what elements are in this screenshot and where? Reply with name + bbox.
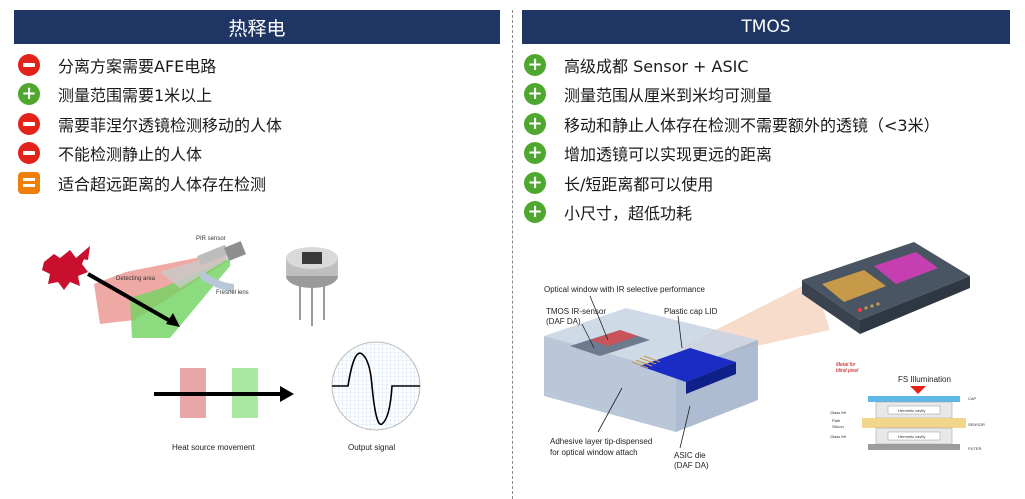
optical-window-label: Optical window with IR selective perform…	[544, 285, 706, 294]
pyroelectric-feature-item: + 测量范围需要1米以上	[18, 80, 498, 110]
pir-sensor-can	[286, 247, 338, 326]
minus-icon	[18, 112, 40, 135]
heat-source-label: Heat source movement	[172, 443, 255, 452]
pyroelectric-header: 热释电	[14, 10, 500, 44]
output-signal-scope	[331, 341, 421, 431]
adhesive-label-1: Adhesive layer tip-dispensed	[550, 437, 652, 446]
plus-icon: +	[524, 142, 546, 165]
red-dragon-figure	[42, 246, 90, 290]
tmos-feature-item-text: 小尺寸，超低功耗	[564, 204, 693, 224]
tmos-feature-item: + 高级成都 Sensor + ASIC	[524, 50, 1014, 80]
equal-icon	[18, 171, 40, 194]
pyroelectric-feature-item: 分离方案需要AFE电路	[18, 50, 498, 80]
plastic-cap-label: Plastic cap LID	[664, 307, 718, 316]
pyroelectric-feature-item: 需要菲涅尔透镜检测移动的人体	[18, 109, 498, 139]
hermetic-label-1: Hermetic cavity	[898, 408, 925, 413]
fs-illumination-label: FS Illumination	[898, 375, 951, 384]
metal-note-2: blind pixel	[836, 368, 859, 374]
plus-icon: +	[18, 83, 40, 106]
minus-icon	[18, 142, 40, 165]
tmos-cross-section: Metal for blind pixel FS Illumination He…	[830, 362, 985, 451]
glassfrit-label-1: Glass frit	[830, 410, 847, 415]
pyroelectric-feature-item-text: 测量范围需要1米以上	[58, 86, 213, 106]
tmos-feature-item: + 测量范围从厘米到米均可测量	[524, 80, 1014, 110]
plus-icon: +	[524, 171, 546, 194]
filter-label: FILTER	[968, 446, 982, 451]
hermetic-label-2: Hermetic cavity	[898, 434, 925, 439]
tmos-feature-item-text: 测量范围从厘米到米均可测量	[564, 86, 773, 106]
tmos-feature-item: + 小尺寸，超低功耗	[524, 198, 1014, 228]
sensor-label: SENSOR	[968, 422, 985, 427]
pir-illustration: PIR sensor Detecting area Fresnel lens H…	[42, 236, 421, 452]
tmos-feature-item: + 长/短距离都可以使用	[524, 168, 1014, 198]
tmos-feature-list: + 高级成都 Sensor + ASIC + 测量范围从厘米到米均可测量 + 移动和静止人…	[524, 50, 1014, 227]
pyroelectric-feature-list: 分离方案需要AFE电路 + 测量范围需要1米以上需要菲涅尔透镜检测移动的人体不能检测…	[18, 50, 498, 198]
tmos-package	[544, 308, 758, 432]
pyroelectric-title: 热释电	[228, 17, 286, 40]
tmos-title: TMOS	[741, 17, 791, 37]
fresnel-lens-label: Fresnel lens	[216, 290, 249, 296]
plus-icon: +	[524, 83, 546, 106]
pyroelectric-feature-item-text: 需要菲涅尔透镜检测移动的人体	[58, 115, 283, 135]
asic-label-1: ASIC die	[674, 451, 706, 460]
pyroelectric-feature-item-text: 适合超远距离的人体存在检测	[58, 174, 267, 194]
tmos-sensor-label-1: TMOS IR-sensor	[546, 307, 606, 316]
tmos-feature-item-text: 移动和静止人体存在检测不需要额外的透镜（<3米）	[564, 115, 940, 135]
pir-sensor-label: PIR sensor	[196, 236, 226, 242]
cap-label: CAP	[968, 396, 977, 401]
tmos-header: TMOS	[522, 10, 1010, 44]
tmos-die-closeup	[802, 242, 970, 334]
tmos-feature-item: + 增加透镜可以实现更远的距离	[524, 139, 1014, 169]
tmos-feature-item-text: 长/短距离都可以使用	[564, 174, 714, 194]
asic-label-2: (DAF DA)	[674, 461, 709, 470]
output-signal-label: Output signal	[348, 443, 395, 452]
silicon-label: Silicon	[832, 424, 844, 429]
plus-icon: +	[524, 112, 546, 135]
column-divider	[512, 10, 513, 499]
detecting-area-label: Detecting area	[116, 276, 156, 282]
plus-icon: +	[524, 53, 546, 76]
pyroelectric-feature-item: 适合超远距离的人体存在检测	[18, 168, 498, 198]
tmos-feature-item-text: 增加透镜可以实现更远的距离	[564, 145, 773, 165]
pyroelectric-feature-item: 不能检测静止的人体	[18, 139, 498, 169]
pyroelectric-feature-item-text: 不能检测静止的人体	[58, 145, 203, 165]
tmos-package-illustration: Optical window with IR selective perform…	[544, 242, 985, 470]
minus-icon	[18, 53, 40, 76]
tmos-feature-item-text: 高级成都 Sensor + ASIC	[564, 56, 749, 76]
tmos-feature-item: + 移动和静止人体存在检测不需要额外的透镜（<3米）	[524, 109, 1014, 139]
pyroelectric-feature-item-text: 分离方案需要AFE电路	[58, 56, 217, 76]
glassfrit-label-2: Glass frit	[830, 434, 847, 439]
metal-note-1: Metal for	[836, 362, 856, 368]
tmos-sensor-label-2: (DAF DA)	[546, 317, 581, 326]
plus-icon: +	[524, 201, 546, 224]
adhesive-label-2: for optical window attach	[550, 448, 638, 457]
path-label: Path	[832, 418, 840, 423]
